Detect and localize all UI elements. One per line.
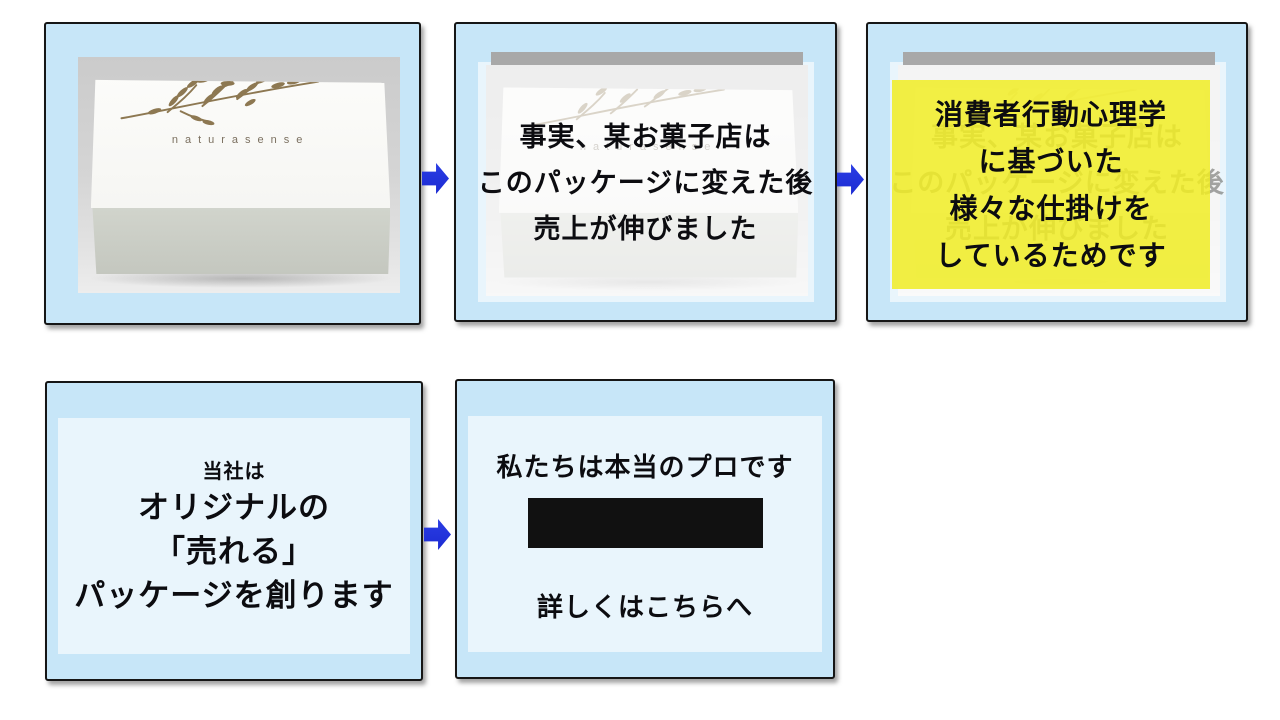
company-statement: オリジナルの「売れる」パッケージを創ります [47, 486, 421, 618]
panel-product-photo: naturasense [44, 22, 421, 325]
box-shadow [87, 269, 394, 289]
box-lid: naturasense [90, 79, 391, 209]
flow-arrow-icon [422, 163, 449, 194]
reason-line-2: に基づいた [978, 145, 1124, 177]
panel-cta: 私たちは本当のプロです 詳しくはこちらへ [455, 379, 835, 679]
screenshot-body: naturasense [486, 65, 808, 296]
flow-arrow-icon [837, 164, 864, 195]
product-photo: naturasense [78, 57, 400, 293]
box-front-face [92, 208, 391, 275]
screenshot-header-bar [491, 52, 803, 65]
fact-line-1: 事実、某お菓子店は [519, 122, 772, 152]
reason-line-4: しているためです [935, 239, 1167, 271]
screenshot-header-bar [903, 52, 1215, 65]
flow-arrow-icon [424, 519, 451, 550]
branch-icon [120, 79, 319, 126]
highlight-box: 消費者行動心理学 に基づいた 様々な仕掛けを しているためです [892, 80, 1210, 289]
faded-screenshot: naturasense [484, 52, 810, 296]
reason-line-1: 消費者行動心理学 [934, 98, 1167, 130]
panel-inner-card [58, 418, 410, 654]
fact-line-2: このパッケージに変えた後 [477, 168, 814, 198]
fact-line-3: 売上が伸びました [533, 214, 758, 244]
company-intro: 当社は [202, 461, 266, 483]
faded-product-photo: naturasense [486, 65, 808, 296]
panel-fact: naturasense 事実、某お菓子店はこのパッケージに変えた後売上が伸びまし… [454, 22, 837, 322]
brand-text: naturasense [171, 134, 310, 147]
panel-company: 当社は オリジナルの「売れる」パッケージを創ります [45, 381, 423, 681]
company-line-3: パッケージを創ります [74, 578, 394, 613]
company-line-1: オリジナルの [138, 490, 330, 525]
company-line-2: 「売れる」 [154, 534, 314, 569]
reason-line-3: 様々な仕掛けを [949, 192, 1153, 224]
redacted-text-block [528, 498, 763, 548]
brand-text: naturasense [579, 140, 718, 153]
cta-link-text: 詳しくはこちらへ [536, 592, 753, 622]
fact-text: 事実、某お菓子店はこのパッケージに変えた後売上が伸びました [456, 114, 835, 252]
branch-icon [530, 87, 725, 126]
cta-headline: 私たちは本当のプロです [496, 452, 794, 482]
